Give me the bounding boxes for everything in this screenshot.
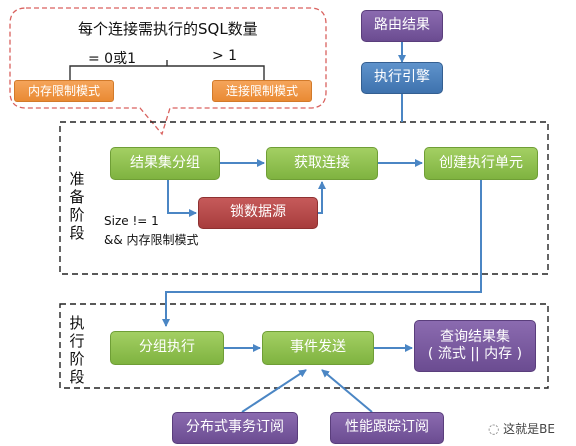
arrow-create-to-groupexec	[162, 180, 482, 327]
watermark: ◌ 这就是BE	[488, 420, 555, 437]
group-execution-box: 分组执行	[110, 331, 224, 365]
execute-stage-frame	[59, 303, 549, 389]
lock-datasource-box: 锁数据源	[198, 197, 318, 229]
memory-limit-mode-box: 内存限制模式	[14, 80, 114, 102]
execution-engine-box: 执行引擎	[361, 62, 443, 94]
arrow-disttx-to-event	[241, 369, 307, 413]
create-execution-unit-box: 创建执行单元	[424, 147, 538, 180]
lock-condition-line2: && 内存限制模式	[104, 233, 199, 247]
query-result-set-mode: ( 流式 || 内存 )	[427, 346, 523, 362]
query-result-set-box: 查询结果集 ( 流式 || 内存 )	[414, 320, 536, 372]
arrow-lock-to-acquire	[318, 181, 326, 214]
connection-limit-mode-box: 连接限制模式	[212, 80, 312, 102]
arrow-group-to-lock	[167, 180, 197, 217]
arrow-perf-to-event	[321, 369, 373, 413]
execute-stage-label: 执 行 阶 段	[69, 314, 85, 386]
watermark-text: 这就是BE	[503, 422, 555, 436]
event-dispatch-box: 事件发送	[262, 331, 374, 365]
prepare-stage-label: 准 备 阶 段	[69, 170, 85, 242]
acquire-connection-box: 获取连接	[266, 147, 378, 180]
lock-condition-line1: Size != 1	[104, 214, 159, 228]
prepare-stage-frame	[59, 121, 549, 275]
callout-right-condition: > 1	[212, 48, 238, 64]
callout-left-condition: = 0或1	[88, 51, 136, 67]
callout-title: 每个连接需执行的SQL数量	[78, 20, 258, 38]
wechat-icon: ◌	[488, 422, 500, 437]
performance-trace-subscription-box: 性能跟踪订阅	[330, 412, 444, 444]
result-set-grouping-box: 结果集分组	[110, 147, 220, 180]
distributed-tx-subscription-box: 分布式事务订阅	[172, 412, 298, 444]
callout-bubble-outline	[9, 7, 327, 136]
route-result-box: 路由结果	[361, 10, 443, 42]
query-result-set-title: 查询结果集	[440, 328, 510, 345]
